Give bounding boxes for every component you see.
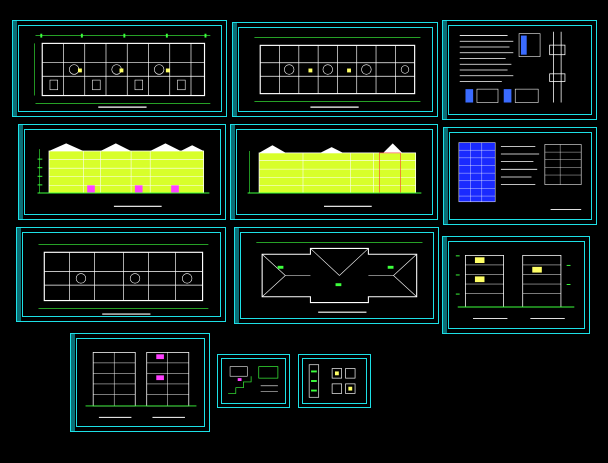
title-strip	[19, 125, 23, 219]
sheet-border	[24, 129, 221, 215]
sheet-border	[221, 358, 286, 404]
section-drawing	[85, 352, 197, 418]
drawing-sheet-typical-plan[interactable]	[232, 22, 438, 117]
sheet-border	[448, 25, 592, 115]
drawing-sheet-ground-plan[interactable]	[12, 20, 227, 117]
drawing-sheet-schedule[interactable]	[443, 127, 597, 225]
sheet-border	[448, 241, 585, 329]
drawing-sheet-roof-plan[interactable]	[234, 227, 439, 324]
detail-drawing	[308, 364, 356, 398]
drawing-sheet-upper-plan[interactable]	[16, 227, 226, 322]
title-strip	[71, 334, 75, 431]
floor-plan-drawing	[38, 244, 209, 315]
title-strip	[444, 128, 448, 224]
title-strip	[17, 228, 21, 321]
title-strip	[231, 125, 235, 219]
title-strip	[443, 21, 447, 119]
sheet-border	[302, 358, 367, 404]
drawing-sheet-rear-elevation[interactable]	[230, 124, 438, 220]
side-elevation-drawing	[455, 254, 575, 319]
notes-drawing	[459, 31, 566, 103]
drawing-sheet-front-elevation[interactable]	[18, 124, 226, 220]
floor-plan-drawing	[34, 33, 211, 108]
sheet-border	[449, 132, 592, 220]
elevation-drawing	[247, 143, 422, 207]
detail-drawing	[228, 366, 279, 394]
roof-plan-drawing	[256, 242, 423, 313]
title-strip	[235, 228, 239, 323]
sheet-border	[236, 129, 433, 215]
floor-plan-drawing	[254, 37, 421, 108]
drawing-sheet-notes[interactable]	[442, 20, 597, 120]
sheet-border	[238, 27, 433, 112]
drawing-sheet-sections[interactable]	[70, 333, 210, 432]
sheet-border	[76, 338, 205, 427]
sheet-border	[22, 232, 221, 317]
title-strip	[13, 21, 17, 116]
elevation-drawing	[37, 143, 210, 207]
drawing-sheet-stair-detail[interactable]	[217, 354, 290, 408]
drawing-sheet-side-elevations[interactable]	[442, 236, 590, 334]
title-strip	[233, 23, 237, 116]
drawing-sheet-wall-detail[interactable]	[298, 354, 371, 408]
title-strip	[443, 237, 447, 333]
sheet-border	[18, 25, 222, 112]
sheet-border	[240, 232, 434, 319]
schedule-table-drawing	[458, 142, 582, 210]
